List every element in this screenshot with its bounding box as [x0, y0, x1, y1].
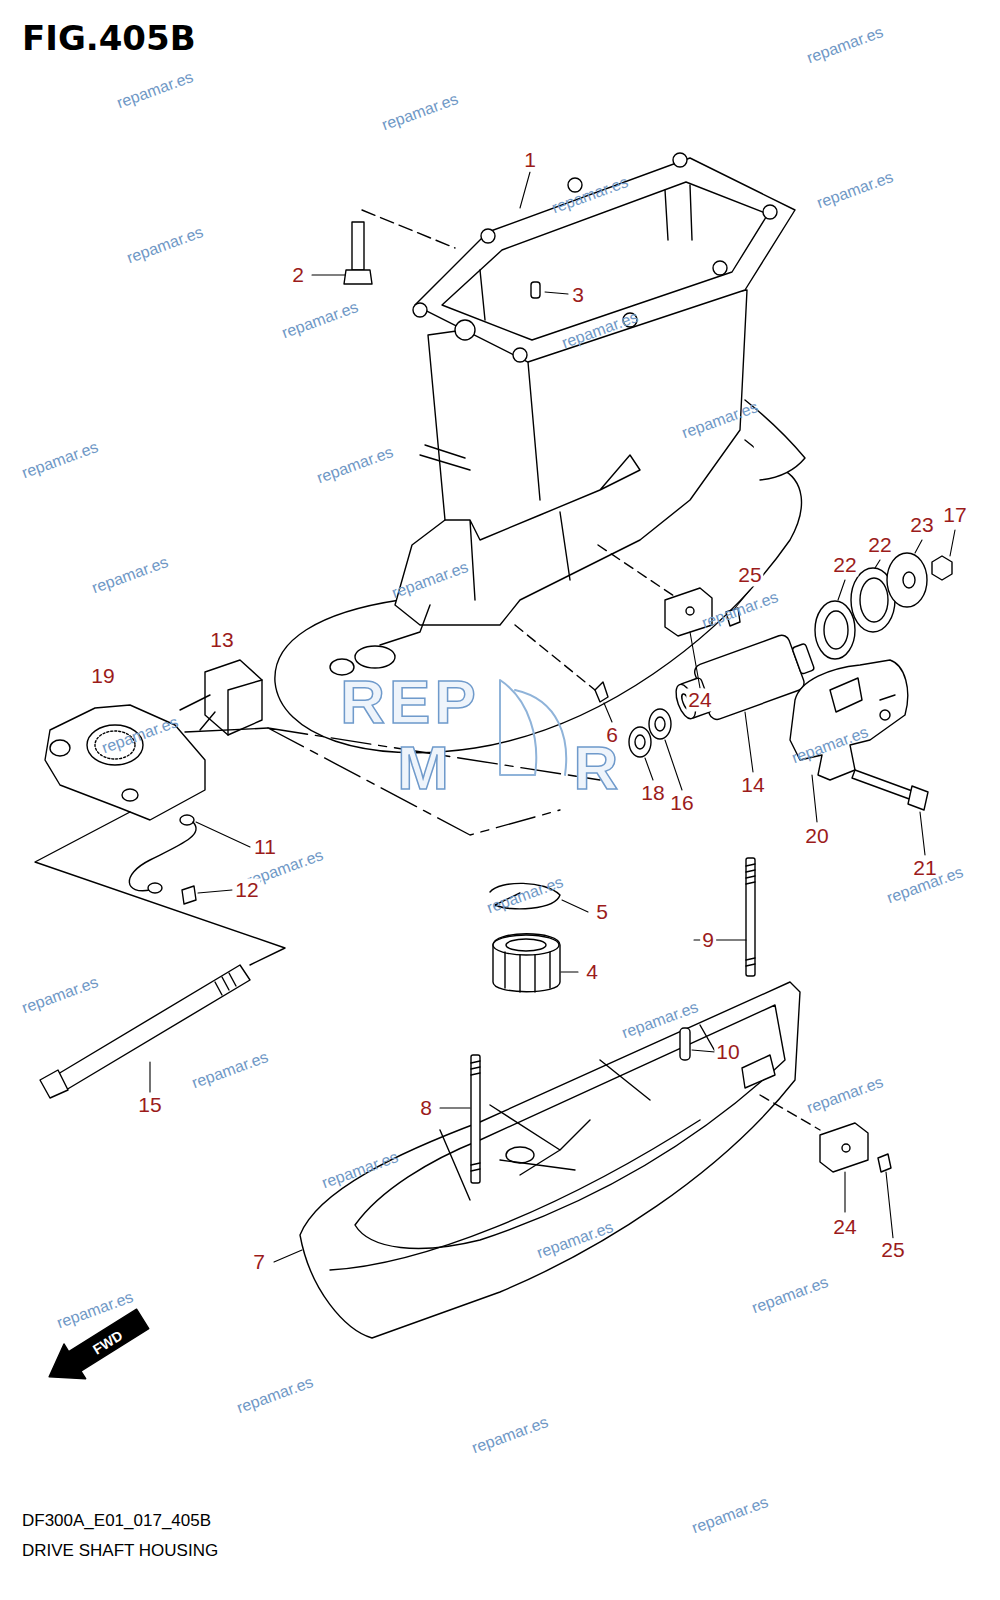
callout-number: 25: [879, 1238, 906, 1261]
logo-watermark: REP: [340, 668, 479, 736]
callout-number: 18: [639, 781, 666, 804]
housing-flange: [415, 158, 795, 362]
watermark: repamar.es: [814, 168, 895, 212]
callout-number: 23: [908, 513, 935, 536]
callout-number: 19: [89, 664, 116, 687]
callout-number: 25: [736, 563, 763, 586]
watermark: repamar.es: [19, 973, 100, 1017]
watermark: repamar.es: [689, 1493, 770, 1537]
callout-number: 5: [594, 900, 610, 923]
figure-title: FIG.405B: [22, 20, 196, 57]
callout-number: 9: [700, 928, 716, 951]
logo-watermark: M: [397, 734, 453, 802]
callout-number: 7: [251, 1250, 267, 1273]
callout-number: 4: [584, 960, 600, 983]
watermark: repamar.es: [189, 1048, 270, 1092]
callout-number: 20: [803, 824, 830, 847]
callout-number: 22: [831, 553, 858, 576]
watermark: repamar.es: [279, 298, 360, 342]
watermark: repamar.es: [124, 223, 205, 267]
callout-number: 11: [252, 835, 278, 858]
callout-number: 24: [831, 1215, 858, 1238]
callout-number: 24: [686, 688, 713, 711]
clamp: [790, 660, 908, 780]
watermark: repamar.es: [89, 553, 170, 597]
callout-number: 3: [570, 283, 586, 306]
logo-watermark: R: [574, 734, 623, 802]
callout-number: 22: [866, 533, 893, 556]
callout-number: 15: [136, 1093, 163, 1116]
lower-case: [300, 982, 800, 1338]
callout-number: 1: [522, 148, 538, 171]
callout-number: 12: [233, 878, 260, 901]
watermark: repamar.es: [379, 90, 460, 134]
figure-caption: DRIVE SHAFT HOUSING: [22, 1542, 218, 1561]
watermark: repamar.es: [804, 1073, 885, 1117]
watermark: repamar.es: [804, 23, 885, 67]
callout-number: 10: [714, 1040, 741, 1063]
watermark: repamar.es: [469, 1413, 550, 1457]
callout-number: 17: [941, 503, 968, 526]
watermark: repamar.es: [314, 443, 395, 487]
figure-code: DF300A_E01_017_405B: [22, 1512, 211, 1531]
watermark: repamar.es: [114, 68, 195, 112]
callout-number: 8: [418, 1096, 434, 1119]
callout-number: 14: [739, 773, 766, 796]
watermark: repamar.es: [234, 1373, 315, 1417]
bracket: [45, 705, 205, 820]
callout-number: 13: [208, 628, 235, 651]
watermark: repamar.es: [749, 1273, 830, 1317]
watermark: repamar.es: [19, 438, 100, 482]
callout-number: 16: [668, 791, 695, 814]
callout-number: 2: [290, 263, 306, 286]
watermark: repamar.es: [484, 873, 565, 917]
